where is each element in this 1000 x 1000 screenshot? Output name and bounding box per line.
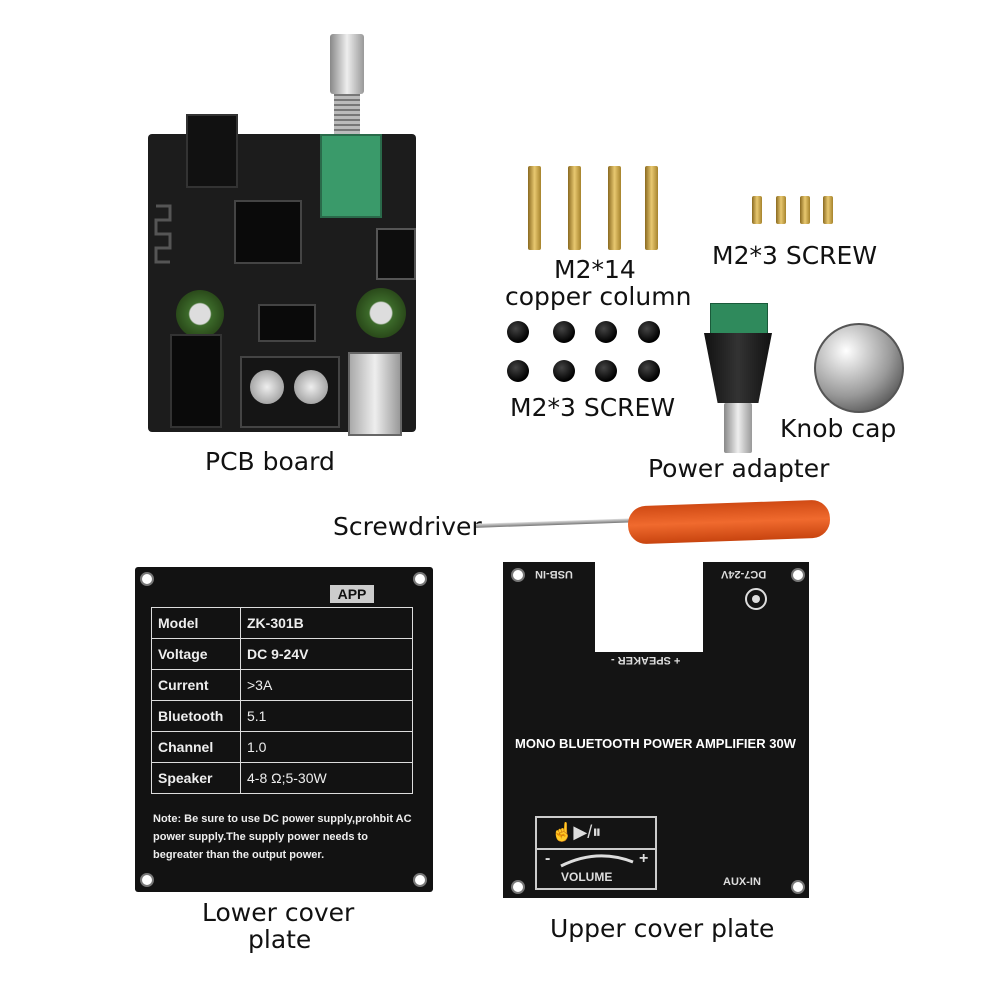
usb-port (348, 352, 402, 436)
mounting-hole (140, 572, 154, 586)
spec-key: Bluetooth (151, 700, 241, 732)
amplifier-title: MONO BLUETOOTH POWER AMPLIFIER 30W (515, 736, 796, 751)
spec-key: Model (151, 607, 241, 639)
power-adapter (704, 303, 774, 453)
spec-value: 4-8 Ω;5-30W (240, 762, 413, 794)
spec-value: ZK-301B (240, 607, 413, 639)
copper-column (645, 166, 658, 250)
copper-column (568, 166, 581, 250)
black-screw (507, 321, 529, 343)
potentiometer-shaft (330, 34, 364, 94)
upper-plate-shape (503, 562, 809, 898)
speaker-terminal (240, 356, 340, 428)
screwdriver-label: Screwdriver (333, 512, 482, 541)
screwdriver-handle (627, 499, 831, 545)
black-screw (507, 360, 529, 382)
spec-key: Speaker (151, 762, 241, 794)
knob-cap (814, 323, 904, 413)
black-screw (638, 321, 660, 343)
potentiometer-thread (334, 94, 360, 134)
mounting-hole (511, 880, 525, 894)
copper-column (608, 166, 621, 250)
antenna-trace (154, 204, 172, 264)
volume-minus: - (545, 850, 551, 867)
black-screw (553, 360, 575, 382)
mounting-hole (791, 568, 805, 582)
warning-note: Note: Be sure to use DC power supply,pro… (153, 813, 412, 861)
pcb-board (148, 34, 416, 436)
dc-jack (170, 334, 222, 428)
regulator (376, 228, 416, 280)
adapter-terminal-block (710, 303, 768, 335)
upper-cover-label: Upper cover plate (550, 914, 775, 943)
aux-in-label: AUX-IN (723, 876, 761, 888)
pcb-board-label: PCB board (205, 447, 335, 476)
control-panel: ☝▶/⏸ - + VOLUME (535, 816, 657, 890)
brass-screw (800, 196, 810, 224)
upper-cover-plate: USB-IN DC7-24V + SPEAKER - MONO BLUETOOT… (503, 562, 809, 898)
copper-column-label-2: copper column (505, 282, 692, 311)
main-chip (234, 200, 302, 264)
knob-cap-label: Knob cap (780, 414, 897, 443)
mounting-hole (413, 572, 427, 586)
audio-jack (186, 114, 238, 188)
usb-in-label: USB-IN (535, 568, 573, 580)
spec-row: Current>3A (151, 669, 413, 701)
copper-column-label-1: M2*14 (554, 255, 636, 284)
amplifier-chip (258, 304, 316, 342)
brass-screw-label: M2*3 SCREW (712, 241, 878, 270)
mounting-hole (791, 880, 805, 894)
play-pause-icon: ☝▶/⏸ (551, 822, 602, 842)
potentiometer-body (320, 134, 382, 218)
black-screw (553, 321, 575, 343)
dc-polarity-icon (725, 588, 785, 612)
app-badge: APP (330, 585, 374, 603)
spec-key: Channel (151, 731, 241, 763)
dc-voltage-label: DC7-24V (721, 568, 767, 580)
adapter-body (704, 333, 772, 403)
spec-value: >3A (240, 669, 413, 701)
lower-cover-label-1: Lower cover (202, 898, 355, 927)
black-screw-label: M2*3 SCREW (510, 393, 676, 422)
capacitor-right (356, 288, 406, 338)
spec-value: 5.1 (240, 700, 413, 732)
spec-key: Current (151, 669, 241, 701)
volume-label: VOLUME (561, 870, 613, 884)
adapter-plug (724, 403, 752, 453)
screwdriver-shaft (475, 518, 639, 528)
brass-screw (776, 196, 786, 224)
black-screw (595, 360, 617, 382)
mounting-hole (511, 568, 525, 582)
volume-plus: + (639, 850, 649, 867)
black-screw (638, 360, 660, 382)
lower-cover-label-2: plate (248, 925, 312, 954)
brass-screw (752, 196, 762, 224)
black-screw (595, 321, 617, 343)
capacitor-left (176, 290, 224, 338)
brass-screw (823, 196, 833, 224)
mounting-hole (413, 873, 427, 887)
spec-value: DC 9-24V (240, 638, 413, 670)
volume-divider (537, 848, 655, 850)
power-adapter-label: Power adapter (648, 454, 830, 483)
copper-column (528, 166, 541, 250)
mounting-hole (140, 873, 154, 887)
spec-key: Voltage (151, 638, 241, 670)
volume-arc-icon (560, 854, 634, 868)
spec-value: 1.0 (240, 731, 413, 763)
speaker-label: + SPEAKER - (611, 654, 681, 666)
